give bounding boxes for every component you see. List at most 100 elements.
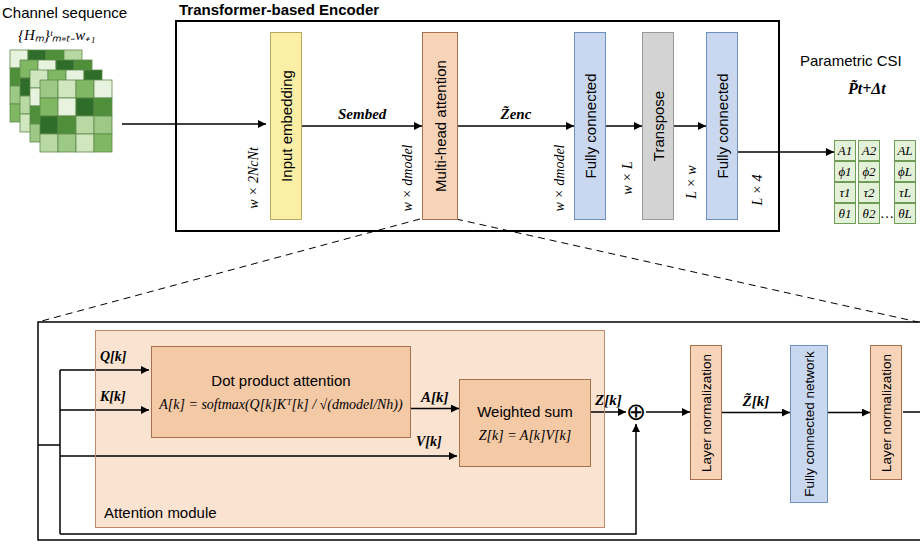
text-label: P̃t+Δt — [848, 80, 886, 98]
text-label: … — [880, 206, 894, 222]
connector — [411, 408, 459, 410]
connector — [458, 125, 574, 127]
box-label: Layer normalization — [879, 354, 894, 472]
parameter-cell: ϕ1 — [834, 161, 856, 182]
parameter-column: A2ϕ2τ2θ2 — [858, 140, 880, 224]
matrix-cell — [76, 98, 94, 116]
formula: A[k] = softmax(Q[k]Kᵀ[k] / √(dmodel/Nh)) — [159, 397, 402, 413]
parameter-cell: τL — [894, 182, 916, 203]
parameter-cell: A1 — [834, 140, 856, 161]
connector — [674, 125, 706, 127]
edge-label: Z̃[k] — [743, 393, 770, 410]
edge-label: Sembed — [338, 106, 386, 123]
input-trunk — [38, 444, 60, 446]
matrix-cell — [58, 80, 76, 98]
process-box: Layer normalization — [870, 345, 902, 480]
parameter-cell: θL — [894, 203, 916, 224]
dimension-label: w × L — [620, 161, 636, 195]
process-box: Layer normalization — [690, 345, 722, 480]
parameter-cell: AL — [894, 140, 916, 161]
signal-name: V[k] — [416, 434, 442, 450]
process-box: Fully connected network — [790, 345, 828, 503]
residual-line — [60, 424, 636, 534]
parameter-column: A1ϕ1τ1θ1 — [834, 140, 856, 224]
input-arrow — [122, 123, 266, 125]
process-box: Fully connected — [574, 32, 606, 220]
matrix-cell — [40, 98, 58, 116]
box-label: Transpose — [650, 91, 667, 161]
edge-label: Z̃enc — [501, 106, 532, 123]
parameter-cell: θ1 — [834, 203, 856, 224]
process-box: Dot product attentionA[k] = softmax(Q[k]… — [151, 346, 411, 438]
edge-label: A[k] — [421, 389, 449, 406]
signal-name: Q[k] — [100, 349, 126, 365]
edge-label: Z[k] — [595, 392, 622, 409]
process-box: Weighted sumZ[k] = A[k]V[k] — [459, 379, 591, 467]
group-title: Transformer-based Encoder — [179, 1, 379, 18]
matrix-cell — [76, 134, 94, 152]
parameter-cell: ϕL — [894, 161, 916, 182]
connector — [302, 125, 422, 127]
matrix-cell — [76, 80, 94, 98]
detail-frame — [38, 322, 920, 540]
box-label: Fully connected — [714, 73, 731, 178]
module-ground — [95, 330, 605, 528]
matrix-cell — [40, 116, 58, 134]
parameter-cell: τ1 — [834, 182, 856, 203]
input-trunk — [59, 370, 61, 534]
formula: Z[k] = A[k]V[k] — [479, 428, 571, 444]
group-title: Attention module — [104, 504, 217, 521]
sum-symbol: ⊕ — [626, 402, 646, 422]
connector — [606, 125, 642, 127]
matrix-cell — [58, 98, 76, 116]
box-label: Layer normalization — [699, 354, 714, 472]
connector — [828, 412, 870, 414]
process-box: Multi-head attention — [422, 32, 458, 220]
parameter-cell: A2 — [858, 140, 880, 161]
connector — [722, 412, 790, 414]
parameter-cell: θ2 — [858, 203, 880, 224]
matrix-cell — [58, 116, 76, 134]
matrix-cell — [94, 98, 112, 116]
output-line — [903, 411, 920, 413]
group-box: Attention module Dot product attentionA[k… — [95, 330, 605, 528]
zoom-dashed-line — [38, 219, 420, 322]
box-label: Input embedding — [278, 70, 295, 182]
matrix-cell — [94, 116, 112, 134]
dimension-label: L × w — [684, 165, 700, 198]
zoom-dashed-line — [456, 219, 918, 322]
connector — [591, 411, 626, 413]
connector — [738, 151, 834, 153]
dimension-label: w × 2NcNt — [246, 147, 262, 209]
dimension-label: w × dmodel — [552, 145, 568, 212]
signal-name: K[k] — [100, 389, 126, 405]
channel-matrix-stack — [10, 50, 112, 152]
parameter-cell: τ2 — [858, 182, 880, 203]
box-label: Fully connected — [582, 73, 599, 178]
box-label: Fully connected network — [802, 351, 817, 497]
dimension-label: w × dmodel — [400, 145, 416, 212]
dimension-label: L × 4 — [750, 175, 766, 206]
process-box: Input embedding — [270, 32, 302, 220]
group-box: Transformer-based EncoderInput embedding… — [175, 20, 780, 232]
box-label: Multi-head attention — [432, 60, 449, 192]
parameter-column: ALϕLτLθL — [894, 140, 916, 224]
value-line — [60, 455, 457, 457]
matrix-cell — [94, 134, 112, 152]
connector — [646, 411, 690, 413]
text-label: Parametric CSI — [800, 52, 902, 69]
matrix-cell — [76, 116, 94, 134]
matrix-cell — [40, 134, 58, 152]
text-label: {Hₘ}ᵗₘ₌ₜ₋w₊₁ — [18, 24, 96, 44]
query-line — [60, 369, 149, 371]
process-box: Transpose — [642, 32, 674, 220]
parameter-cell: ϕ2 — [858, 161, 880, 182]
key-line — [60, 409, 149, 411]
box-title: Dot product attention — [211, 372, 350, 389]
matrix-cell — [58, 134, 76, 152]
matrix-cell — [40, 80, 58, 98]
sum-node: ⊕ — [626, 402, 646, 422]
process-box: Fully connected — [706, 32, 738, 220]
